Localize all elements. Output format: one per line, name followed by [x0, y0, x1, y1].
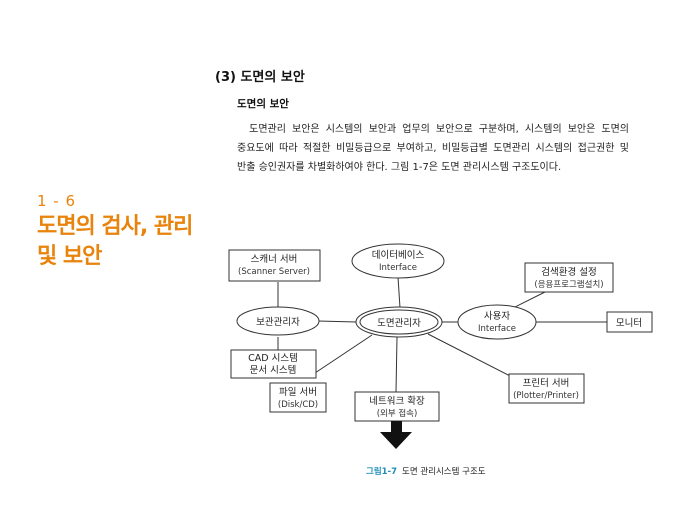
network-label-1: 네트워크 확장	[369, 395, 425, 407]
printer-label-1: 프린터 서버	[523, 378, 570, 389]
database-node	[351, 243, 445, 279]
cad-label-2: 문서 시스템	[250, 364, 297, 376]
network-node	[354, 391, 440, 422]
figure-caption: 그림1-7 도면 관리시스템 구조도	[366, 465, 486, 477]
search-env-label-1: 검색환경 설정	[541, 266, 596, 278]
user-interface-node	[457, 304, 537, 340]
search-env-node	[524, 262, 614, 293]
down-arrow-icon	[380, 421, 412, 449]
user-label-1: 사용자	[484, 311, 510, 322]
cad-label-1: CAD 시스템	[248, 352, 298, 364]
center-manager-label: 도면관리자	[377, 318, 421, 329]
cad-system-node	[230, 349, 317, 379]
file-server-label-1: 파일 서버	[279, 387, 317, 398]
section-title: (3) 도면의 보안	[215, 70, 305, 85]
user-label-2: Interface	[478, 324, 516, 334]
center-manager-node-outer	[355, 306, 443, 338]
section-body-text: 도면관리 보안은 시스템의 보안과 업무의 보안으로 구분하며, 시스템의 보안…	[237, 124, 629, 173]
storage-manager-node	[236, 306, 320, 336]
file-server-node	[269, 382, 327, 413]
scanner-server-node	[228, 249, 321, 282]
connector-storage-center	[317, 320, 357, 323]
storage-manager-label: 보관관리자	[256, 317, 300, 328]
connector-center-database	[397, 276, 401, 309]
printer-server-node	[508, 373, 585, 404]
connector-center-file	[311, 334, 373, 376]
section-subtitle: 도면의 보안	[237, 98, 289, 110]
scanner-label-1: 스캐너 서버	[251, 254, 298, 265]
section-body: 도면관리 보안은 시스템의 보안과 업무의 보안으로 구분하며, 시스템의 보안…	[237, 120, 629, 177]
printer-label-2: (Plotter/Printer)	[513, 391, 579, 401]
scanner-label-2: (Scanner Server)	[238, 267, 310, 277]
figure-caption-text: 도면 관리시스템 구조도	[402, 467, 486, 477]
connector-center-network	[395, 336, 398, 393]
monitor-node	[606, 311, 653, 333]
search-env-label-2: (응용프로그램설치)	[534, 279, 603, 290]
connector-center-printer	[427, 333, 511, 377]
network-label-2: (외부 접속)	[377, 408, 418, 419]
figure-caption-label: 그림1-7	[366, 467, 397, 477]
file-server-label-2: (Disk/CD)	[278, 400, 318, 410]
database-label-1: 데이터베이스	[372, 250, 425, 261]
database-label-2: Interface	[379, 263, 417, 273]
chapter-title: 도면의 검사, 관리 및 보안	[37, 214, 193, 269]
center-manager-node-inner	[359, 309, 439, 335]
chapter-number: 1 - 6	[37, 192, 77, 210]
monitor-label: 모니터	[616, 318, 642, 329]
